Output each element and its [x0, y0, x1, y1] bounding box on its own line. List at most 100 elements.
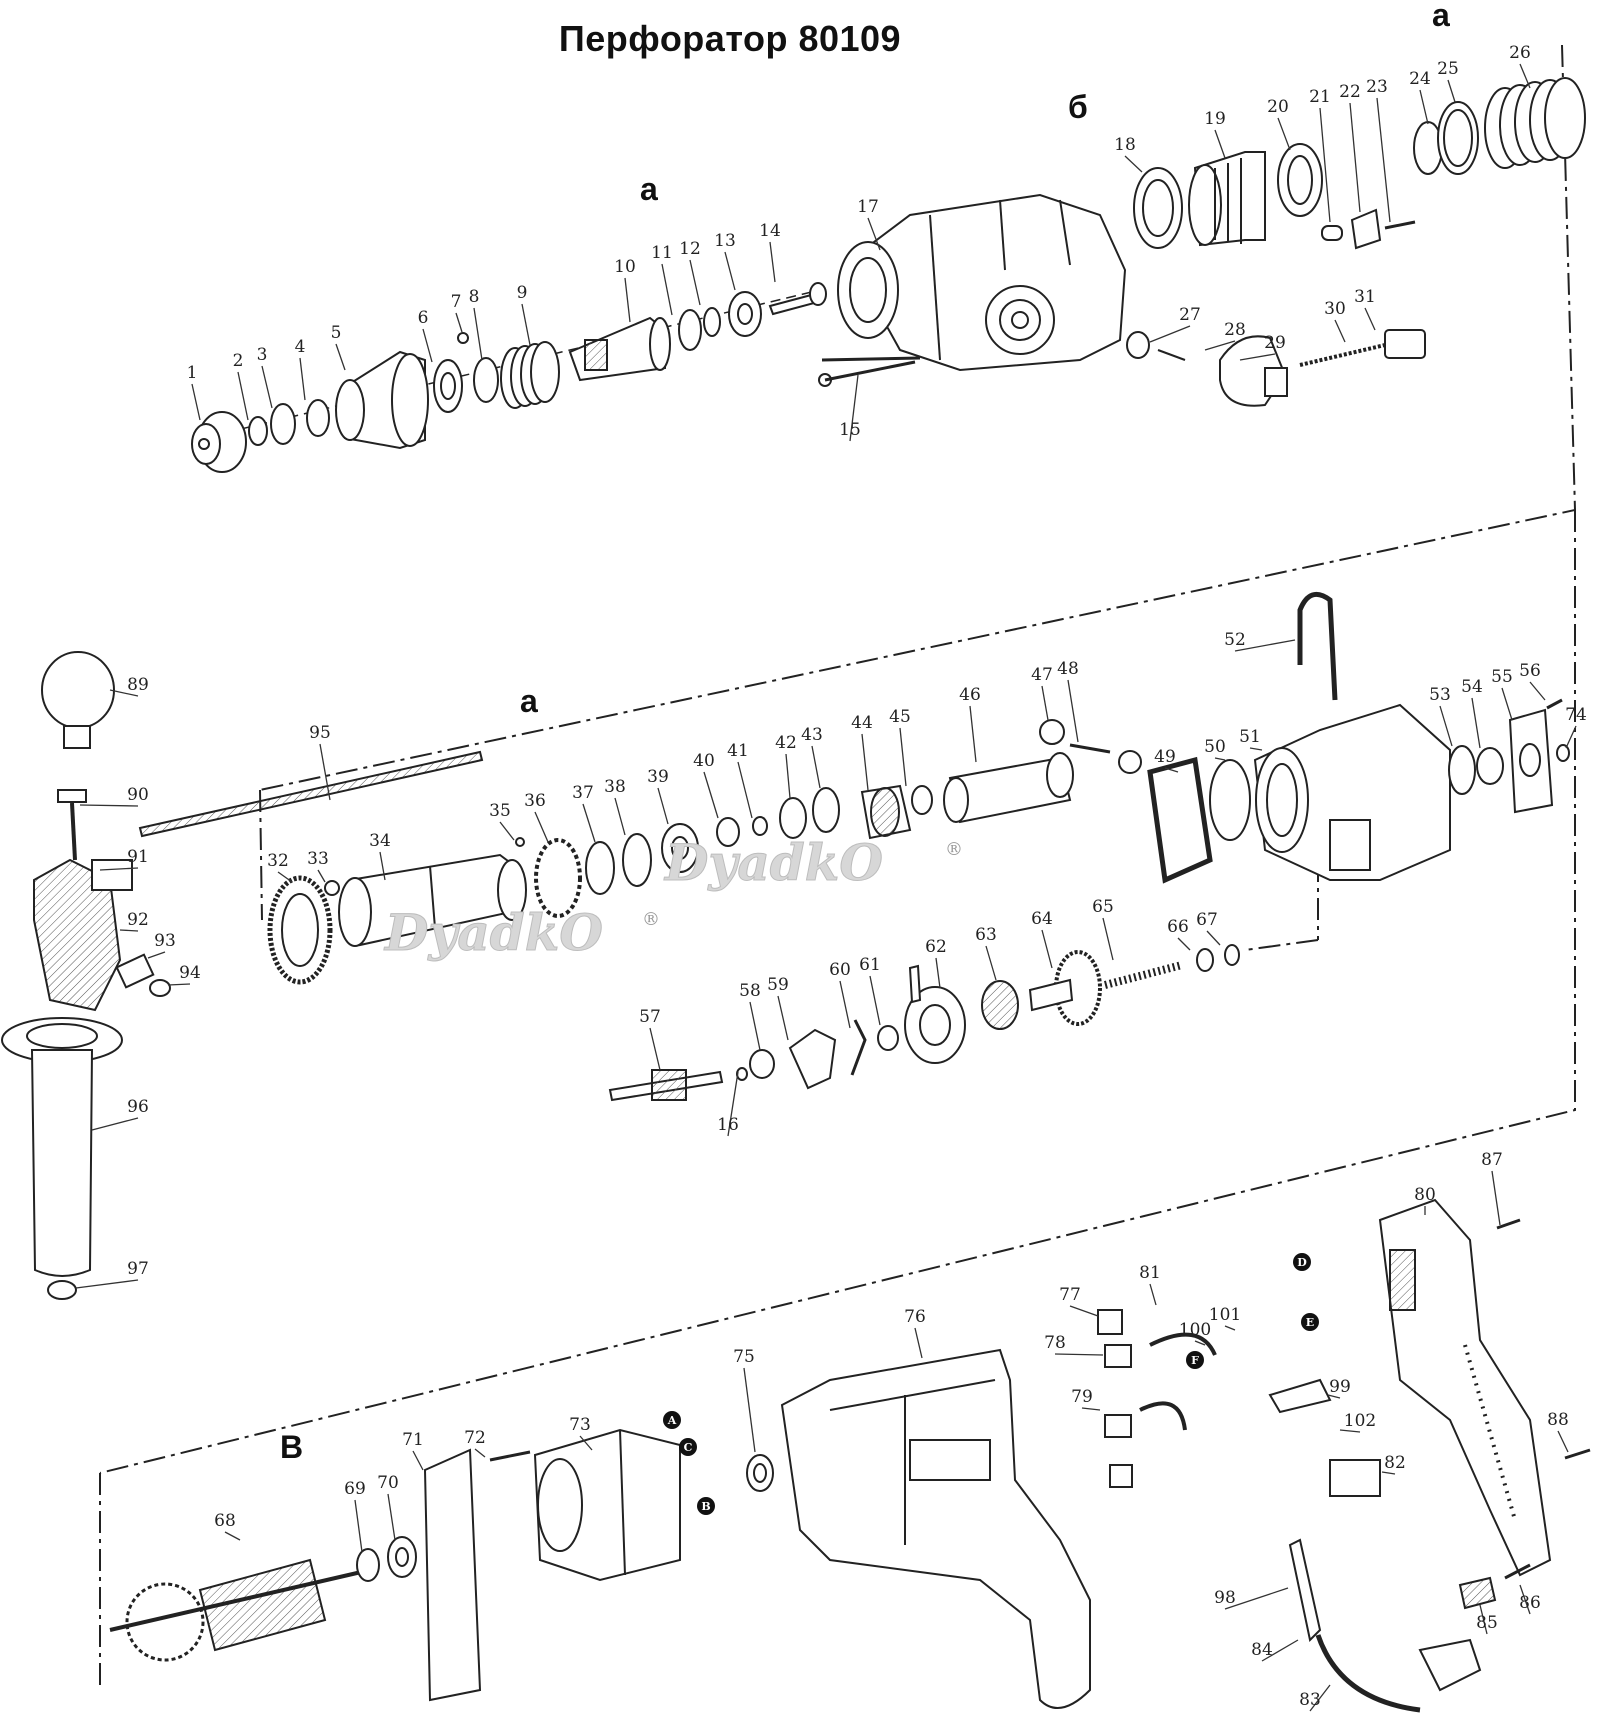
svg-text:B: B [701, 1500, 710, 1513]
part-number-label: 85 [1476, 1613, 1498, 1633]
part-number-label: 12 [679, 239, 701, 259]
part-number-label: 100 [1179, 1320, 1211, 1340]
callout-leader-line [867, 217, 881, 251]
part-number-label: 96 [127, 1097, 149, 1117]
part-number-label: 80 [1414, 1185, 1436, 1205]
part-number-label: 72 [464, 1428, 486, 1448]
side-handle-assembly [1, 651, 171, 1300]
callout-leader-line [582, 803, 596, 843]
part-number-label: 20 [1267, 97, 1289, 117]
callout-leader-line [969, 705, 977, 763]
part-number-label: 83 [1299, 1690, 1321, 1710]
callout-leader-line [1327, 1394, 1341, 1399]
callout-leaders [75, 63, 1577, 1712]
callout-leader-line [1041, 929, 1053, 969]
part-number-label: 61 [859, 955, 881, 975]
part-number-label: 23 [1366, 77, 1388, 97]
callout-leader-line [1419, 89, 1429, 125]
callout-leader-line [91, 1117, 139, 1131]
svg-text:D: D [1297, 1256, 1307, 1269]
callout-leader-line [119, 929, 139, 932]
part-number-label: 30 [1324, 299, 1346, 319]
part-number-label: 84 [1251, 1640, 1273, 1660]
callout-leader-line [1479, 1604, 1488, 1635]
part-number-label: 91 [127, 847, 149, 867]
part-number-label: 50 [1204, 737, 1226, 757]
part-number-label: 89 [127, 675, 149, 695]
part-number-label: 101 [1209, 1305, 1241, 1325]
part-number-label: 75 [733, 1347, 755, 1367]
section-label-a: а [520, 683, 538, 719]
front-chuck-assembly [191, 282, 921, 473]
svg-text:A: A [667, 1414, 677, 1427]
callout-leader-line [1149, 1283, 1157, 1306]
part-number-label: 13 [714, 231, 736, 251]
part-number-label: 26 [1509, 43, 1531, 63]
callout-leader-line [849, 374, 859, 442]
part-number-label: 64 [1031, 909, 1053, 929]
part-number-label: 53 [1429, 685, 1451, 705]
part-number-label: 95 [309, 723, 331, 743]
callout-leader-line [1224, 1587, 1289, 1610]
part-number-label: 43 [801, 725, 823, 745]
section-labels: а а а б В [280, 0, 1450, 1465]
assembly-guide-lines [99, 44, 1577, 1690]
part-number-label: 47 [1031, 665, 1053, 685]
callout-leader-line [1177, 937, 1191, 951]
part-number-label: 18 [1114, 135, 1136, 155]
part-number-label: 8 [469, 287, 480, 307]
callout-leader-line [1447, 79, 1456, 103]
switch-and-cord [1097, 1218, 1591, 1713]
callout-leader-line [777, 995, 789, 1041]
part-number-label: 9 [517, 283, 528, 303]
callout-leader-line [724, 251, 736, 291]
part-number-label: 86 [1519, 1593, 1541, 1613]
callout-leader-line [1364, 307, 1376, 331]
wire-marker-f: F [1186, 1351, 1204, 1369]
top-right-parts [1126, 77, 1586, 407]
callout-leader-line [191, 383, 201, 421]
callout-leader-line [1261, 1639, 1299, 1662]
part-number-label: 40 [693, 751, 715, 771]
watermark-text: DyadkO [383, 903, 603, 962]
callout-leader-line [1381, 1471, 1396, 1475]
callout-leader-line [1102, 917, 1114, 961]
part-number-label: 27 [1179, 305, 1201, 325]
part-number-label: 71 [402, 1430, 424, 1450]
callout-leader-line [387, 1493, 396, 1541]
part-number-label: 2 [233, 351, 244, 371]
callout-leader-line [1376, 97, 1391, 223]
callout-leader-line [1194, 1340, 1206, 1346]
callout-leader-line [317, 869, 326, 883]
motor-assembly [109, 1428, 774, 1702]
callout-leader-line [1081, 1407, 1101, 1411]
callout-leader-line [79, 804, 139, 807]
part-number-label: 69 [344, 1479, 366, 1499]
callout-leader-line [1067, 679, 1079, 743]
part-number-label: 10 [614, 257, 636, 277]
callout-leader-line [657, 787, 669, 825]
callout-leader-line [499, 821, 515, 841]
part-number-label: 5 [331, 323, 342, 343]
part-number-label: 67 [1196, 910, 1218, 930]
part-number-label: 81 [1139, 1263, 1161, 1283]
callout-leader-line [277, 871, 293, 883]
part-number-label: 65 [1092, 897, 1114, 917]
callout-leader-line [1339, 1429, 1361, 1433]
callout-leader-line [354, 1499, 363, 1553]
part-number-label: 21 [1309, 87, 1331, 107]
part-number-label: 87 [1481, 1150, 1503, 1170]
part-number-label: 88 [1547, 1410, 1569, 1430]
part-number-label: 15 [839, 420, 861, 440]
callout-leader-line [737, 761, 753, 819]
part-number-label: 57 [639, 1007, 661, 1027]
section-label-a: а [1432, 0, 1450, 33]
part-number-label: 58 [739, 981, 761, 1001]
callout-leader-line [811, 745, 821, 789]
part-number-label: 56 [1519, 661, 1541, 681]
gear-housing-17 [837, 193, 1127, 372]
part-number-label: 78 [1044, 1333, 1066, 1353]
part-number-label: 45 [889, 707, 911, 727]
callout-leader-line [147, 951, 166, 959]
registered-mark: ® [945, 839, 963, 860]
